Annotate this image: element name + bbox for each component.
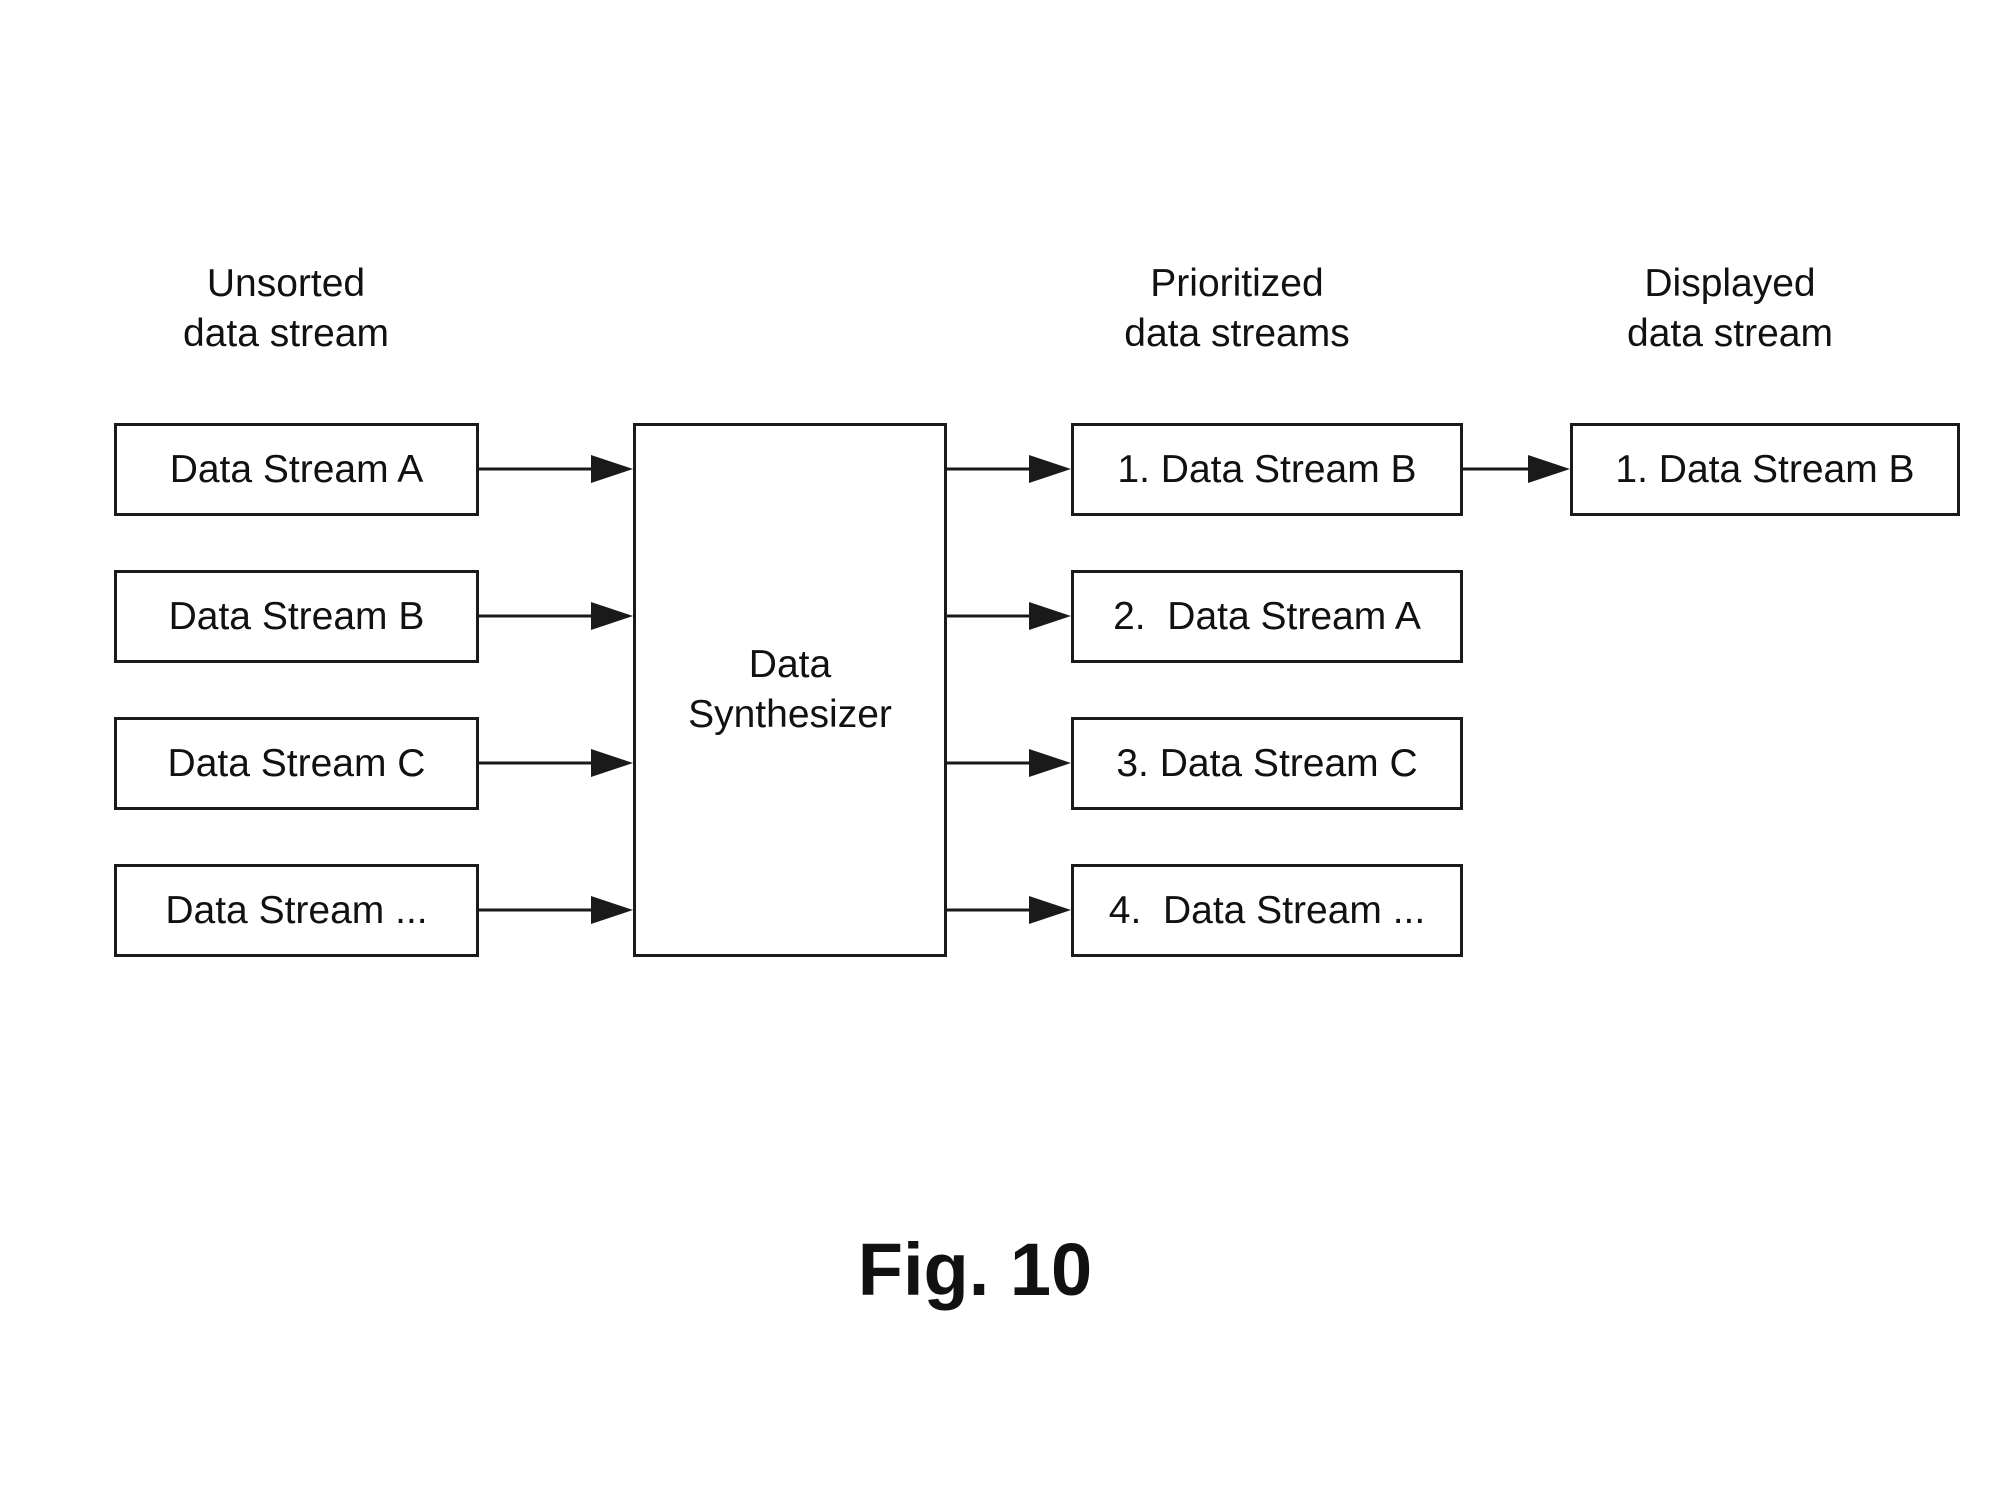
prioritized-box-4: 4. Data Stream ... <box>1071 864 1463 957</box>
input-box-more: Data Stream ... <box>114 864 479 957</box>
arrow-input-b-to-synthesizer <box>479 602 633 630</box>
arrow-input-c-to-synthesizer <box>479 749 633 777</box>
input-box-c: Data Stream C <box>114 717 479 810</box>
prioritized-box-3: 3. Data Stream C <box>1071 717 1463 810</box>
unsorted-header: Unsorted data stream <box>114 259 458 359</box>
arrow-input-a-to-synthesizer <box>479 455 633 483</box>
prioritized-box-1: 1. Data Stream B <box>1071 423 1463 516</box>
data-synthesizer-box: Data Synthesizer <box>633 423 947 957</box>
arrow-synthesizer-to-prioritized-4 <box>947 896 1071 924</box>
prioritized-header-line-1: Prioritized <box>1072 259 1402 309</box>
arrow-prioritized-1-to-displayed <box>1463 455 1570 483</box>
prioritized-header: Prioritized data streams <box>1072 259 1402 359</box>
arrow-synthesizer-to-prioritized-3 <box>947 749 1071 777</box>
input-box-b: Data Stream B <box>114 570 479 663</box>
displayed-header: Displayed data stream <box>1570 259 1890 359</box>
unsorted-header-line-2: data stream <box>114 309 458 359</box>
prioritized-header-line-2: data streams <box>1072 309 1402 359</box>
displayed-header-line-2: data stream <box>1570 309 1890 359</box>
synthesizer-label-line-1: Data <box>749 640 831 690</box>
input-box-a: Data Stream A <box>114 423 479 516</box>
unsorted-header-line-1: Unsorted <box>114 259 458 309</box>
figure-label: Fig. 10 <box>0 1225 1950 1315</box>
synthesizer-label-line-2: Synthesizer <box>688 690 892 740</box>
displayed-header-line-1: Displayed <box>1570 259 1890 309</box>
arrow-synthesizer-to-prioritized-1 <box>947 455 1071 483</box>
prioritized-box-2: 2. Data Stream A <box>1071 570 1463 663</box>
arrow-synthesizer-to-prioritized-2 <box>947 602 1071 630</box>
arrow-input-more-to-synthesizer <box>479 896 633 924</box>
displayed-box: 1. Data Stream B <box>1570 423 1960 516</box>
